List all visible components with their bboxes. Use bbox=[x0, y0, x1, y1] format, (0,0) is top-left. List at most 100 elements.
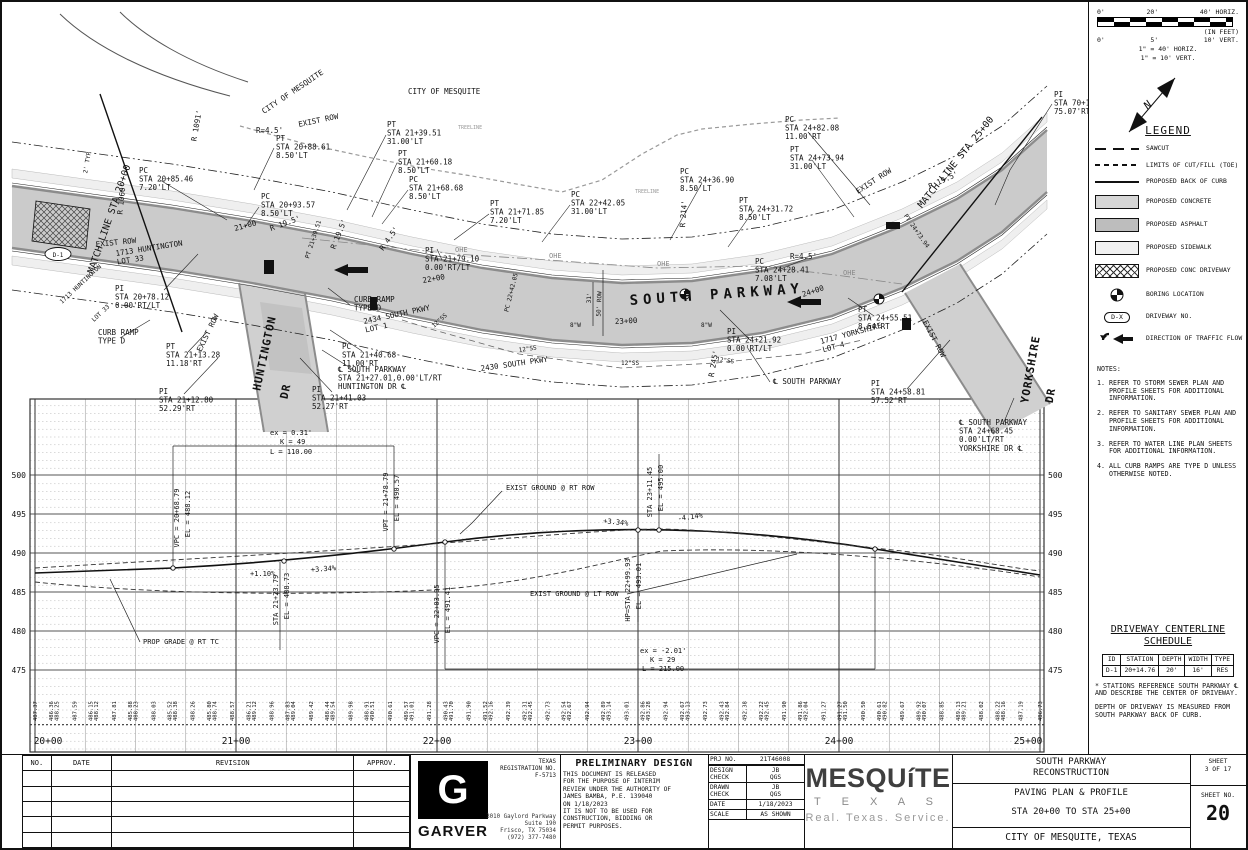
sheet-no-label: SHEET NO. bbox=[1200, 792, 1236, 799]
plan-label: 50' ROW bbox=[596, 291, 604, 317]
schedule-header: ID bbox=[1101, 654, 1122, 666]
elevation-value: 488.02 bbox=[979, 701, 985, 721]
elevation-value: 487.59 bbox=[72, 701, 78, 721]
info-label: DATE bbox=[708, 800, 747, 809]
note-item: 1.REFER TO STORM SEWER PLAN AND PROFILE … bbox=[1097, 379, 1243, 403]
sheet-city: CITY OF MESQUITE, TEXAS bbox=[1005, 832, 1137, 843]
elevation-value: 492.94 bbox=[585, 700, 591, 721]
sheet-subject: PAVING PLAN & PROFILE bbox=[1014, 788, 1128, 798]
elevation-value: 489.12 bbox=[252, 701, 258, 721]
revision-cell-empty bbox=[50, 831, 113, 848]
plan-label: R=4.5' bbox=[790, 252, 817, 261]
elevation-value: 491.70 bbox=[449, 701, 455, 721]
revision-cell-empty bbox=[22, 800, 52, 818]
profile-label: VPC = 22+03.95 bbox=[433, 584, 441, 643]
schedule-cell: D-1 bbox=[1101, 664, 1122, 677]
elevation-value: 487.19 bbox=[1019, 701, 1025, 721]
info-value: JB QGS bbox=[769, 767, 782, 781]
garver-registration: TEXAS REGISTRATION NO. F-5713 bbox=[500, 759, 556, 779]
plan-label: 31' bbox=[586, 292, 593, 303]
elevation-value: 488.22 bbox=[995, 701, 1001, 721]
elevation-value: 491.28 bbox=[427, 701, 433, 721]
profile-label: +3.34% bbox=[603, 517, 630, 528]
elevation-value: 490.61 bbox=[877, 701, 883, 721]
prj-no-label: PRJ NO. bbox=[710, 756, 737, 763]
sheet-of: SHEET 3 OF 17 bbox=[1190, 755, 1246, 786]
axis-label: 485 bbox=[12, 588, 27, 597]
elevation-value: 488.38 bbox=[173, 701, 179, 721]
elevation-value: 492.39 bbox=[506, 701, 512, 721]
elevation-value: 486.36 bbox=[49, 701, 55, 721]
elevation-value: 490.61 bbox=[388, 701, 394, 721]
profile-label: -4.14% bbox=[677, 511, 704, 523]
schedule-title-1: DRIVEWAY CENTERLINE bbox=[1110, 624, 1226, 635]
revision-cell-empty bbox=[353, 816, 410, 833]
plan-label: OHE bbox=[455, 246, 468, 254]
plan-label: 8"W bbox=[701, 322, 712, 329]
plan-label: EXIST ROW bbox=[95, 236, 137, 249]
revision-header: NO. bbox=[22, 754, 52, 772]
plan-label: 23+00 bbox=[615, 316, 639, 326]
walk-swatch-icon bbox=[1095, 240, 1139, 255]
profile-label: EL = 490.57 bbox=[393, 475, 401, 521]
elevation-value: 490.07 bbox=[922, 701, 928, 721]
elevation-value: 488.23 bbox=[134, 701, 140, 721]
elevation-value: 488.12 bbox=[94, 701, 100, 721]
axis-label: 480 bbox=[1048, 627, 1063, 636]
north-arrow-icon: N bbox=[1128, 77, 1176, 133]
scale-h0: 0' bbox=[1097, 8, 1105, 16]
scale-h40: 40' HORIZ. bbox=[1199, 8, 1239, 16]
revision-cell-empty bbox=[353, 785, 410, 802]
profile-label: L = 110.00 bbox=[270, 448, 312, 456]
elevation-value: 490.50 bbox=[861, 701, 867, 721]
station-label: 23+00 bbox=[624, 736, 653, 747]
legend-item-label: DIRECTION OF TRAFFIC FLOW bbox=[1146, 333, 1243, 342]
elevation-value: 493.14 bbox=[607, 700, 613, 721]
legend-item: BORING LOCATION bbox=[1095, 287, 1243, 303]
axis-label: 475 bbox=[12, 666, 27, 675]
elevation-value: 492.45 bbox=[764, 701, 770, 721]
station-label: 25+00 bbox=[1014, 736, 1043, 747]
legend-item: LIMITS OF CUT/FILL (TOE) bbox=[1095, 161, 1243, 170]
info-value: AS SHOWN bbox=[760, 811, 791, 818]
note-item: 4.ALL CURB RAMPS ARE TYPE D UNLESS OTHER… bbox=[1097, 462, 1243, 479]
plan-label: OHE bbox=[657, 260, 670, 268]
profile-label: EL = 495.00 bbox=[657, 465, 665, 511]
note-number: 2. bbox=[1097, 409, 1105, 418]
revision-cell-empty bbox=[353, 770, 410, 787]
scale-text-horiz: 1" = 40' HORIZ. bbox=[1138, 45, 1198, 53]
elevation-value: 489.04 bbox=[291, 700, 297, 721]
elevation-value: 491.27 bbox=[821, 701, 827, 721]
station-label: 21+00 bbox=[222, 736, 251, 747]
elevation-value: 486.21 bbox=[246, 701, 252, 721]
plan-label: 12"SS bbox=[621, 360, 639, 367]
plan-geometry bbox=[11, 11, 1053, 435]
profile-label: HP=STA 22+99.93 bbox=[624, 558, 632, 621]
revision-cell-empty bbox=[353, 800, 410, 818]
elevation-value: 492.67 bbox=[680, 701, 686, 721]
note-item: 3.REFER TO WATER LINE PLAN SHEETS FOR AD… bbox=[1097, 440, 1243, 457]
revision-cell-empty bbox=[353, 831, 410, 848]
legend-title: LEGEND bbox=[1145, 124, 1191, 137]
revision-cell-empty bbox=[110, 785, 355, 802]
schedule-header: WIDTH bbox=[1184, 654, 1212, 666]
mesquite-tagline: Real. Texas. Service. bbox=[805, 812, 951, 824]
plan-label: DR bbox=[1043, 387, 1058, 404]
elevation-value: 486.73 bbox=[1038, 701, 1044, 721]
elevation-value: 488.26 bbox=[191, 701, 197, 721]
sheet-no-value: 20 bbox=[1205, 801, 1231, 825]
axis-label: 500 bbox=[12, 471, 27, 480]
legend-item-label: PROPOSED ASPHALT bbox=[1146, 219, 1208, 228]
plan-label: 2' TYP bbox=[82, 151, 93, 174]
legend-item-label: DRIVEWAY NO. bbox=[1146, 312, 1193, 321]
